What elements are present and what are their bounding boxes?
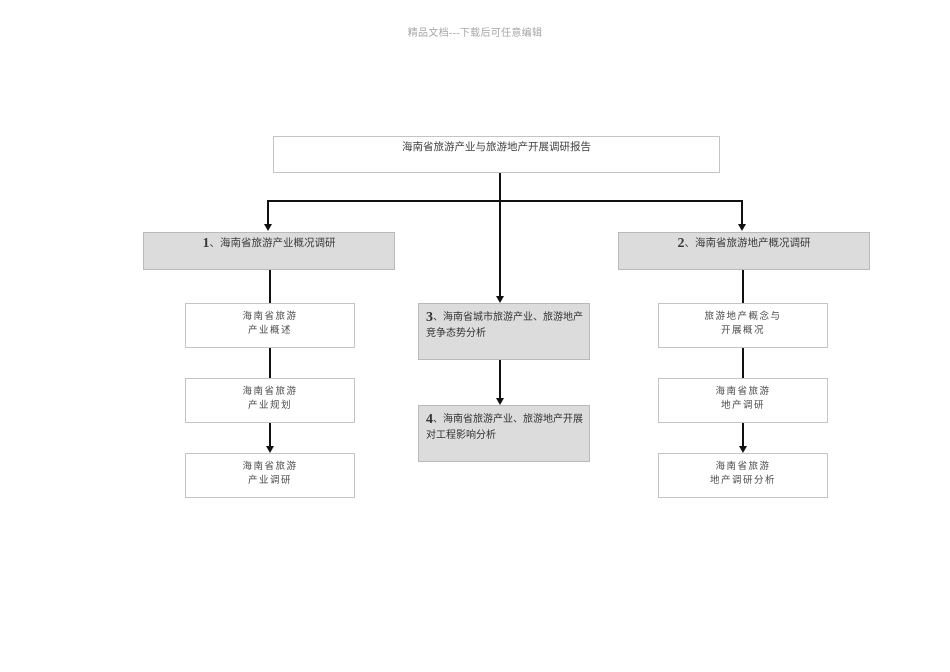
connector-horizontal-bus xyxy=(267,200,743,202)
right-leaf-3-label: 海南省旅游 地产调研分析 xyxy=(659,460,827,488)
node-2-label: 2、海南省旅游地产概况调研 xyxy=(619,237,869,251)
node-3-number: 3 xyxy=(426,310,433,325)
document-watermark-header: 精品文档---下载后可任意编辑 xyxy=(407,28,543,39)
arrowhead-to-node-3 xyxy=(496,296,504,303)
node-2-box[interactable]: 2、海南省旅游地产概况调研 xyxy=(618,232,870,270)
arrowhead-to-node-1 xyxy=(264,224,272,231)
arrowhead-to-node-4 xyxy=(496,398,504,405)
left-leaf-2-label: 海南省旅游 产业规划 xyxy=(186,385,354,413)
left-leaf-1-line1: 海南省旅游 xyxy=(242,312,298,322)
connector-branch-left xyxy=(267,200,269,224)
connector-node3-to-node4 xyxy=(499,360,501,398)
left-leaf-1-line2: 产业概述 xyxy=(247,326,292,336)
connector-left-spine xyxy=(269,270,271,446)
right-leaf-1-box[interactable]: 旅游地产概念与 开展概况 xyxy=(658,303,828,348)
left-leaf-3-line2: 产业调研 xyxy=(247,476,292,486)
left-leaf-2-line1: 海南省旅游 xyxy=(242,387,298,397)
node-4-box[interactable]: 4、海南省旅游产业、旅游地产开展对工程影响分析 xyxy=(418,405,590,462)
arrowhead-to-node-2 xyxy=(738,224,746,231)
connector-right-spine xyxy=(742,270,744,446)
root-node-box[interactable]: 海南省旅游产业与旅游地产开展调研报告 xyxy=(273,136,720,173)
node-3-box[interactable]: 3、海南省城市旅游产业、旅游地产竞争态势分析 xyxy=(418,303,590,360)
left-leaf-1-box[interactable]: 海南省旅游 产业概述 xyxy=(185,303,355,348)
left-leaf-1-label: 海南省旅游 产业概述 xyxy=(186,310,354,338)
right-leaf-3-box[interactable]: 海南省旅游 地产调研分析 xyxy=(658,453,828,498)
right-leaf-3-line2: 地产调研分析 xyxy=(709,476,776,486)
right-leaf-2-line2: 地产调研 xyxy=(720,401,765,411)
node-4-label: 4、海南省旅游产业、旅游地产开展对工程影响分析 xyxy=(426,412,586,444)
node-2-text: 、海南省旅游地产概况调研 xyxy=(684,238,811,249)
node-4-text: 、海南省旅游产业、旅游地产开展对工程影响分析 xyxy=(426,414,583,441)
node-1-label: 1、海南省旅游产业概况调研 xyxy=(144,237,394,251)
node-3-label: 3、海南省城市旅游产业、旅游地产竞争态势分析 xyxy=(426,310,586,342)
right-leaf-3-line1: 海南省旅游 xyxy=(715,462,771,472)
right-leaf-1-line1: 旅游地产概念与 xyxy=(704,312,782,322)
right-leaf-2-line1: 海南省旅游 xyxy=(715,387,771,397)
connector-root-stem xyxy=(499,173,501,202)
root-node-title: 海南省旅游产业与旅游地产开展调研报告 xyxy=(402,142,591,153)
right-leaf-2-label: 海南省旅游 地产调研 xyxy=(659,385,827,413)
node-1-text: 、海南省旅游产业概况调研 xyxy=(209,238,336,249)
left-leaf-2-box[interactable]: 海南省旅游 产业规划 xyxy=(185,378,355,423)
left-leaf-3-box[interactable]: 海南省旅游 产业调研 xyxy=(185,453,355,498)
node-3-text: 、海南省城市旅游产业、旅游地产竞争态势分析 xyxy=(426,312,583,339)
node-2-number: 2 xyxy=(677,236,685,251)
arrowhead-left-column xyxy=(266,446,274,453)
connector-branch-center xyxy=(499,200,501,296)
node-1-number: 1 xyxy=(202,236,210,251)
node-4-number: 4 xyxy=(426,412,433,427)
right-leaf-2-box[interactable]: 海南省旅游 地产调研 xyxy=(658,378,828,423)
left-leaf-3-label: 海南省旅游 产业调研 xyxy=(186,460,354,488)
right-leaf-1-label: 旅游地产概念与 开展概况 xyxy=(659,310,827,338)
connector-branch-right xyxy=(741,200,743,224)
left-leaf-3-line1: 海南省旅游 xyxy=(242,462,298,472)
arrowhead-right-column xyxy=(739,446,747,453)
left-leaf-2-line2: 产业规划 xyxy=(247,401,292,411)
node-1-box[interactable]: 1、海南省旅游产业概况调研 xyxy=(143,232,395,270)
right-leaf-1-line2: 开展概况 xyxy=(720,326,765,336)
